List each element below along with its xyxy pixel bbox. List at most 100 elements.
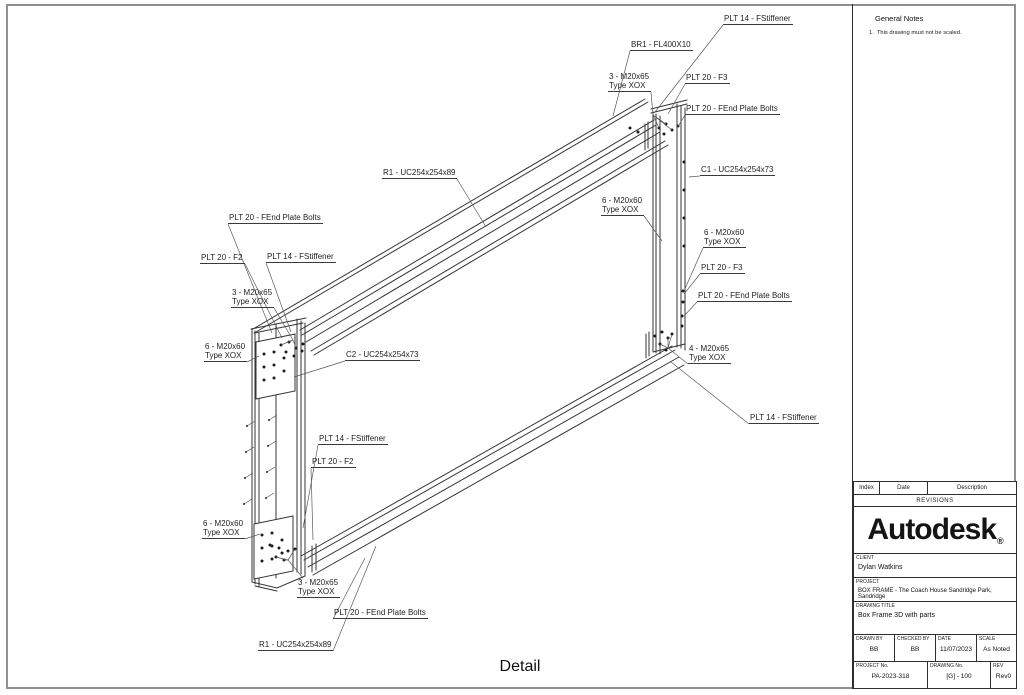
leader-line bbox=[332, 545, 377, 652]
leader-line bbox=[293, 360, 346, 378]
scale-cell: SCALE As Noted bbox=[976, 634, 1017, 662]
annotation-label: PLT 20 - F3 bbox=[685, 73, 730, 84]
leader-line bbox=[650, 91, 654, 116]
drawing-no-label: DRAWING No. bbox=[930, 663, 964, 669]
annotation-label: PLT 14 - FStiffener bbox=[749, 413, 819, 424]
note-text: This drawing must not be scaled. bbox=[876, 30, 962, 36]
end-plate-bottom-right bbox=[645, 331, 650, 359]
drawing-title-cell: DRAWING TITLE Box Frame 3D with parts bbox=[853, 601, 1017, 635]
leader-line bbox=[654, 24, 724, 113]
project-label: PROJECT bbox=[856, 579, 880, 585]
leader-line bbox=[310, 467, 314, 541]
annotation-label: C1 - UC254x254x73 bbox=[700, 165, 776, 176]
annotation-text: Type XOX bbox=[298, 587, 335, 596]
annotation-label: PLT 14 - FStiffener bbox=[318, 434, 388, 445]
general-note-item: 1.This drawing must not be scaled. bbox=[869, 30, 962, 36]
checked-by-cell: CHECKED BY BB bbox=[894, 634, 936, 662]
annotation-label: PLT 20 - FEnd Plate Bolts bbox=[685, 104, 780, 115]
annotation-text: Type XOX bbox=[203, 528, 240, 537]
annotation-text: Type XOX bbox=[689, 353, 726, 362]
client-value: Dylan Watkins bbox=[858, 564, 903, 571]
annotation-label: PLT 20 - F2 bbox=[311, 457, 356, 468]
drawn-by-label: DRAWN BY bbox=[856, 636, 883, 642]
annotation-label: R1 - UC254x254x89 bbox=[258, 640, 334, 651]
project-cell: PROJECT BOX FRAME - The Coach House Sand… bbox=[853, 577, 1017, 602]
drawing-no-cell: DRAWING No. [G] - 100 bbox=[927, 661, 991, 689]
annotation-text: 6 - M20x60 bbox=[704, 228, 745, 237]
drawn-by-value: BB bbox=[869, 646, 879, 653]
registered-mark: ® bbox=[997, 536, 1004, 546]
title-block-panel: General Notes 1.This drawing must not be… bbox=[852, 4, 1017, 689]
project-no-label: PROJECT No. bbox=[856, 663, 889, 669]
annotation-text: 4 - M20x65 bbox=[689, 344, 730, 353]
leader-line bbox=[670, 361, 750, 425]
annotation-text: 3 - M20x65 bbox=[232, 288, 273, 297]
annotation-label: BR1 - FL400X10 bbox=[630, 40, 693, 51]
fin-plate-upper bbox=[255, 333, 296, 400]
leader-line bbox=[456, 178, 487, 228]
end-plate-bottom-left bbox=[311, 543, 317, 573]
annotation-text: PLT 14 - FStiffener bbox=[724, 14, 791, 23]
annotation-text: 3 - M20x65 bbox=[609, 72, 650, 81]
annotation-label: PLT 20 - FEnd Plate Bolts bbox=[228, 213, 323, 224]
annotation-text: PLT 20 - F3 bbox=[701, 263, 743, 272]
annotation-text: 3 - M20x65 bbox=[298, 578, 339, 587]
rev-label: REV bbox=[993, 663, 1004, 669]
general-notes-title: General Notes bbox=[875, 14, 924, 23]
leader-line bbox=[688, 175, 701, 178]
bolt-tick-dots bbox=[243, 419, 270, 505]
annotation-text: PLT 20 - F2 bbox=[312, 457, 354, 466]
drawing-no-value: [G] - 100 bbox=[946, 673, 972, 680]
annotation-text: C2 - UC254x254x73 bbox=[346, 350, 419, 359]
leader-line bbox=[287, 559, 304, 579]
annotation-text: PLT 20 - F2 bbox=[201, 253, 243, 262]
leader-line bbox=[643, 215, 663, 242]
annotation-text: R1 - UC254x254x89 bbox=[259, 640, 332, 649]
brace-br1 bbox=[252, 98, 649, 333]
annotation-text: PLT 20 - FEnd Plate Bolts bbox=[698, 291, 790, 300]
annotation-text: PLT 14 - FStiffener bbox=[267, 252, 334, 261]
revisions-col-description: Description bbox=[927, 481, 1017, 495]
sheet-border bbox=[6, 4, 1016, 689]
annotation-text: Type XOX bbox=[205, 351, 242, 360]
annotation-label: PLT 20 - F3 bbox=[700, 263, 745, 274]
right-column bbox=[652, 103, 686, 355]
annotation-text: 6 - M20x60 bbox=[203, 519, 244, 528]
revisions-col-index: Index bbox=[853, 481, 880, 495]
note-number: 1. bbox=[869, 30, 874, 36]
view-title: Detail bbox=[499, 658, 541, 675]
scale-value: As Noted bbox=[983, 646, 1010, 653]
top-beam bbox=[299, 119, 669, 356]
bottom-beam bbox=[300, 345, 685, 576]
project-no-value: PA-2023-318 bbox=[871, 673, 910, 680]
annotation-label: PLT 20 - F2 bbox=[200, 253, 245, 264]
annotation-label: PLT 20 - FEnd Plate Bolts bbox=[697, 291, 792, 302]
scale-label: SCALE bbox=[979, 636, 996, 642]
annotation-label: PLT 14 - FStiffener bbox=[266, 252, 336, 263]
date-cell: DATE 11/07/2023 bbox=[935, 634, 977, 662]
annotation-text: Type XOX bbox=[232, 297, 269, 306]
leader-line bbox=[302, 444, 319, 529]
leader-line bbox=[265, 262, 292, 333]
autodesk-logo: Autodesk bbox=[867, 513, 997, 546]
annotation-label: PLT 20 - FEnd Plate Bolts bbox=[333, 608, 428, 619]
project-no-cell: PROJECT No. PA-2023-318 bbox=[853, 661, 928, 689]
leader-line bbox=[332, 557, 366, 620]
annotation-text: C1 - UC254x254x73 bbox=[701, 165, 774, 174]
drawing-title-value: Box Frame 3D with parts bbox=[858, 612, 936, 619]
annotation-text: PLT 20 - F3 bbox=[686, 73, 728, 82]
annotation-text: PLT 20 - FEnd Plate Bolts bbox=[229, 213, 321, 222]
annotation-label: R1 - UC254x254x89 bbox=[382, 168, 458, 179]
leader-line bbox=[676, 114, 686, 129]
drawing-title-label: DRAWING TITLE bbox=[856, 603, 895, 609]
revisions-col-date: Date bbox=[879, 481, 928, 495]
leader-line bbox=[683, 247, 704, 292]
leader-line bbox=[683, 301, 698, 317]
